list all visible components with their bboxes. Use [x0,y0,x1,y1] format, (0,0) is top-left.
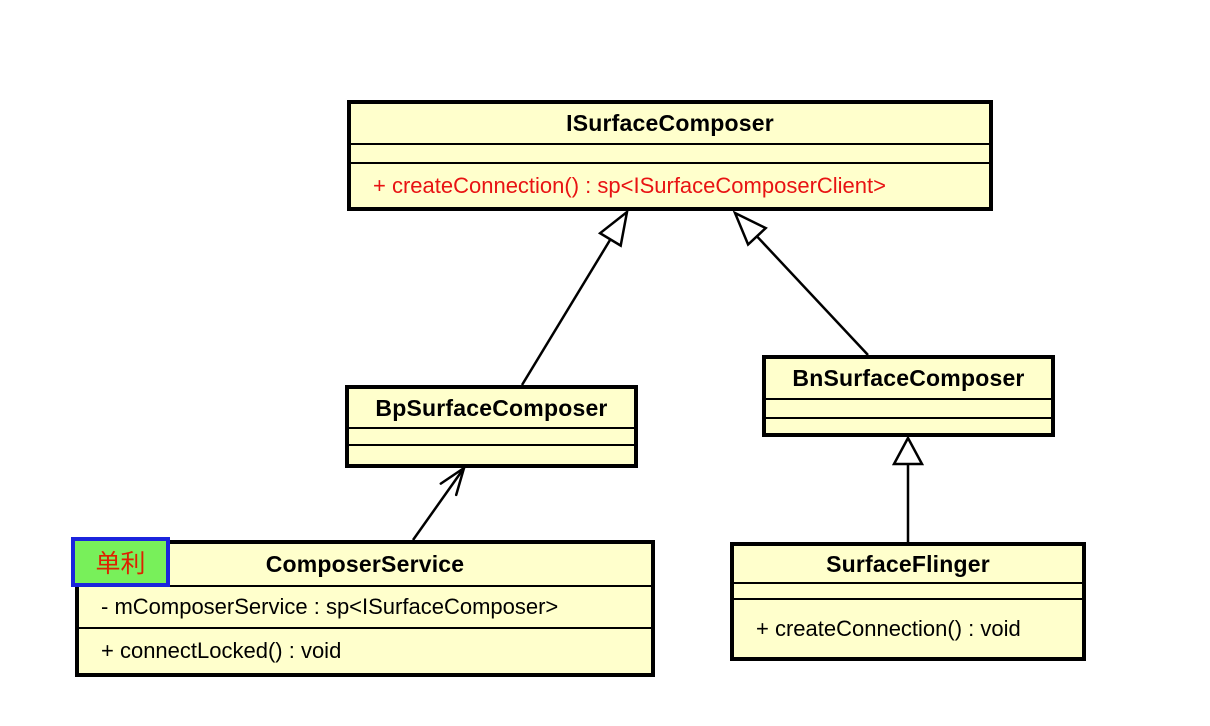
method-entry-isurfacecomposer: + createConnection() : sp<ISurfaceCompos… [351,162,989,207]
hollow-triangle-arrowhead [891,435,925,466]
method-entry-composerservice: + connectLocked() : void [79,627,651,673]
attributes-compartment-isurfacecomposer [351,143,989,162]
class-box-composerservice: ComposerService - mComposerService : sp<… [75,540,655,677]
method-entry-surfaceflinger: + createConnection() : void [734,598,1082,657]
attribute-entry-composerservice: - mComposerService : sp<ISurfaceComposer… [79,585,651,627]
generalization-arrow-bpsurfacecomposer-to-isurfacecomposer [520,208,629,386]
methods-compartment-bpsurfacecomposer [349,444,634,464]
class-box-bnsurfacecomposer: BnSurfaceComposer [762,355,1055,437]
class-title-composerservice: ComposerService [265,551,465,577]
hollow-triangle-arrowhead [732,210,768,247]
open-arrowhead-barb [439,466,466,485]
annotation-badge-singleton: 单利 [71,537,170,587]
attributes-compartment-bnsurfacecomposer [766,398,1051,417]
class-title-bpsurfacecomposer: BpSurfaceComposer [375,394,608,421]
class-title-isurfacecomposer: ISurfaceComposer [566,110,774,136]
class-box-surfaceflinger: SurfaceFlinger + createConnection() : vo… [730,542,1086,661]
class-title-bnsurfacecomposer: BnSurfaceComposer [792,365,1025,391]
edge-line [520,238,612,386]
open-arrowhead-barb [454,466,466,497]
edge-line [411,467,466,541]
class-box-isurfacecomposer: ISurfaceComposer + createConnection() : … [347,100,993,211]
generalization-arrow-surfaceflinger-to-bnsurfacecomposer [891,435,925,542]
edge-line [755,235,869,356]
arrow-composerservice-to-bpsurfacecomposer [411,466,466,541]
attributes-compartment-bpsurfacecomposer [349,427,634,444]
hollow-triangle-arrowhead [597,208,629,248]
attributes-compartment-surfaceflinger [734,582,1082,598]
methods-compartment-bnsurfacecomposer [766,417,1051,433]
generalization-arrow-bnsurfacecomposer-to-isurfacecomposer [732,210,869,356]
class-title-surfaceflinger: SurfaceFlinger [826,550,990,577]
class-box-bpsurfacecomposer: BpSurfaceComposer [345,385,638,468]
